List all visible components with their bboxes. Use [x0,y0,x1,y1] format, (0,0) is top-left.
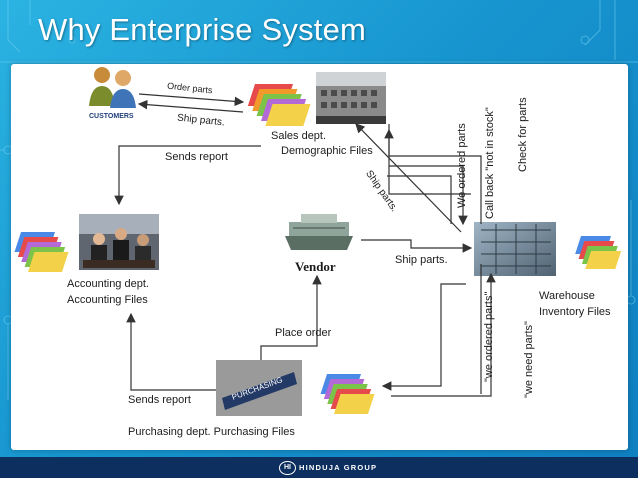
folder-stack-icon [320,374,375,414]
accounting-dept-label: Accounting dept. [67,278,149,290]
hinduja-logo-icon: HI [279,461,296,475]
we-ordered-parts-bottom-label: "we ordered parts" [483,291,495,382]
purchasing-sign-photo: PURCHASING [216,360,302,416]
flow-arrows [114,93,496,397]
diagram-panel: PURCHASING CUSTOMERS Order parts Ship pa… [11,64,628,450]
we-ordered-parts-top-label: We ordered parts [456,123,468,208]
slide-title: Why Enterprise System [38,12,367,47]
folder-stack-icon [247,84,311,126]
flow-diagram: PURCHASING [14,67,622,416]
customers-icon [89,67,136,108]
office-photo [79,214,159,270]
accounting-files-label: Accounting Files [67,294,148,306]
place-order-label: Place order [275,327,332,339]
check-for-parts-label: Check for parts [517,97,529,172]
sends-report-bottom-label: Sends report [128,394,191,406]
call-back-label: Call back "not in stock" [484,107,496,219]
we-need-parts-label: "we need parts" [523,321,535,398]
warehouse-label: Warehouse [539,290,595,302]
warehouse-photo [474,222,556,276]
folder-stack-icon [575,236,622,269]
footer-bar [0,457,638,478]
demographic-files-label: Demographic Files [281,145,373,157]
customers-label: CUSTOMERS [89,113,134,120]
ship-parts-vendor-label: Ship parts. [395,254,448,266]
building-photo [316,72,386,124]
inventory-files-label: Inventory Files [539,306,611,318]
sales-dept-label: Sales dept. [271,130,327,142]
vendor-machine-icon [285,214,353,250]
vendor-label: Vendor [295,259,336,274]
folder-stack-icon [14,232,69,272]
sends-report-top-label: Sends report [165,151,228,163]
purchasing-dept-label: Purchasing dept. Purchasing Files [128,426,295,438]
brand-name: HINDUJA GROUP [299,463,378,472]
